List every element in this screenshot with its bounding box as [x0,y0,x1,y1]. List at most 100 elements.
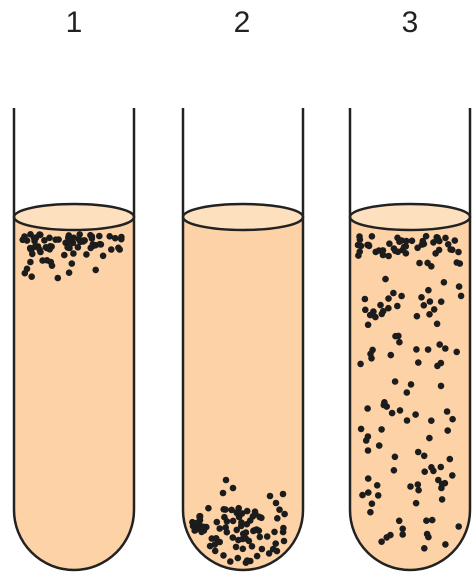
test-tube-1 [14,108,134,570]
particle [27,231,34,238]
particle [271,529,278,536]
tube-1-medium [14,217,134,570]
particle [96,233,103,240]
particle [431,306,438,313]
particle [362,307,369,314]
particle [66,238,73,245]
particle [423,233,430,240]
particle [391,467,398,474]
particle [216,525,223,532]
particle [273,500,280,507]
particle [87,245,94,252]
particle [220,552,227,559]
particle [385,295,392,302]
particle [385,253,392,260]
particle [359,492,366,499]
particle [414,245,421,252]
particle [239,536,246,543]
particle [399,526,406,533]
particle [436,341,443,348]
particle [76,231,83,238]
particle [439,496,446,503]
particle [441,279,448,286]
particle [212,548,219,555]
particle [369,500,376,507]
particle [369,347,376,354]
tube-2-surface [183,204,303,230]
particle [386,240,393,247]
particle [83,251,90,258]
particle [37,249,44,256]
particle [254,553,261,560]
particle [198,529,205,536]
particle [426,311,433,318]
particle [415,359,422,366]
particle [281,538,288,545]
particle [363,437,370,444]
particle [80,238,87,245]
particle [221,514,228,521]
particle [230,518,237,525]
particle [385,305,392,312]
particle [106,233,113,240]
particle [415,481,422,488]
particle [41,237,48,244]
particle [372,249,379,256]
particle [445,241,452,248]
particle [388,352,395,359]
particle [394,235,401,242]
particle [458,293,465,300]
particle [426,435,433,442]
particle [396,339,403,346]
particle [444,408,451,415]
particle [449,247,456,254]
particle [250,513,257,520]
particle [404,417,411,424]
particle [258,515,265,522]
particle [118,236,125,243]
particle [374,482,381,489]
particle [100,253,107,260]
particle [223,477,230,484]
particle [367,509,374,516]
particle [434,321,441,328]
particle [391,245,398,252]
particle [214,519,221,526]
particle [392,454,399,461]
particle [196,513,203,520]
particle [92,267,99,274]
particle [362,296,369,303]
particle [222,524,229,531]
particle [48,259,55,266]
tube-3-surface [350,204,470,230]
particle [365,447,372,454]
particle [416,260,423,267]
particle [70,250,77,257]
particle [442,541,449,548]
particle [222,506,229,513]
particle [444,427,451,434]
particle [381,402,388,409]
particle [455,523,462,530]
test-tube-2 [183,108,303,570]
particle [421,241,428,248]
particle [425,346,432,353]
particle [447,456,454,463]
particle [276,506,283,513]
particle [408,381,415,388]
particle [75,244,82,251]
particle [449,472,456,479]
particle [375,492,382,499]
particle [423,517,430,524]
particle [394,303,401,310]
particle [274,515,281,522]
particle [438,485,445,492]
particle [457,260,464,267]
particle [438,464,445,471]
particle [365,489,372,496]
particle [52,236,59,243]
particle [66,269,73,276]
particle [205,505,212,512]
